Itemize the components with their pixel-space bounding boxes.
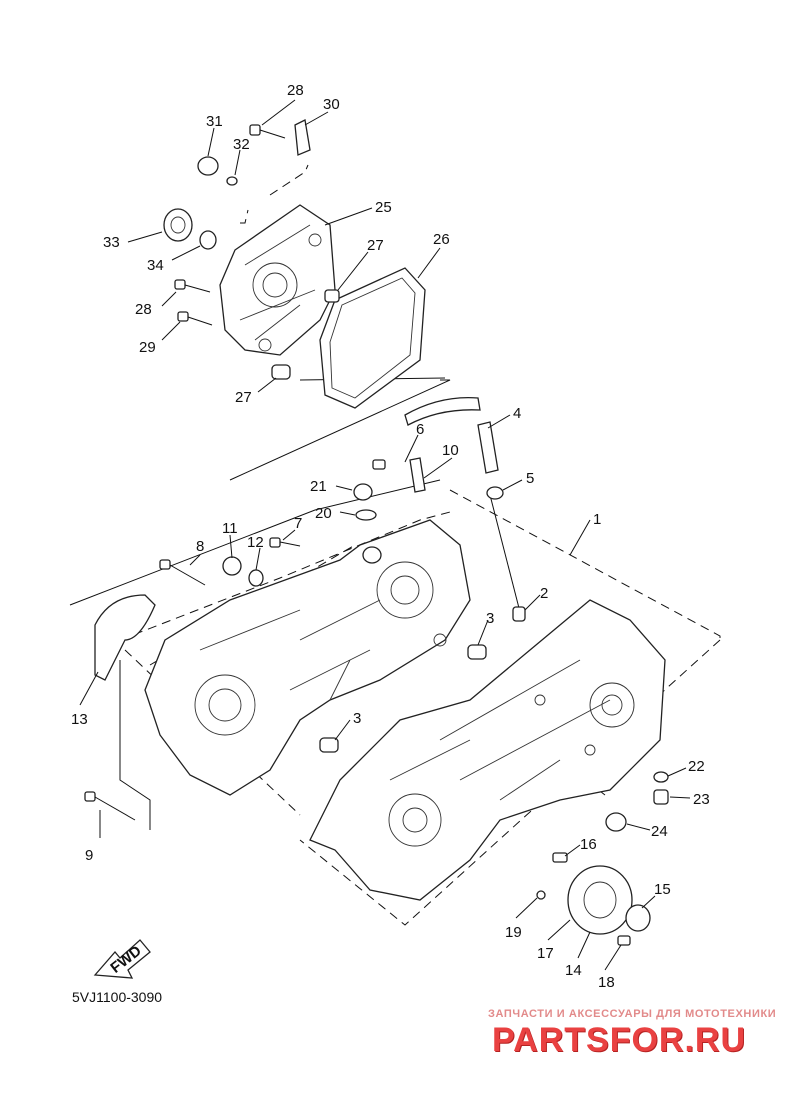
small-parts-bottom xyxy=(84,457,669,946)
callout-4: 4 xyxy=(513,405,521,422)
gasket xyxy=(319,267,426,409)
diagram-code: 5VJ1100-3090 xyxy=(72,989,163,1005)
callout-26: 26 xyxy=(433,231,450,248)
breather-hose xyxy=(404,396,526,622)
callout-22: 22 xyxy=(688,758,705,775)
callout-11: 11 xyxy=(222,520,238,537)
callout-17: 17 xyxy=(537,945,554,962)
callout-15: 15 xyxy=(654,881,671,898)
callout-32: 32 xyxy=(233,136,250,153)
callout-21: 21 xyxy=(310,478,327,495)
callout-6: 6 xyxy=(416,421,424,438)
callout-19: 19 xyxy=(505,924,522,941)
crankcase-cover xyxy=(219,204,336,356)
callout-5: 5 xyxy=(526,470,534,487)
callout-29: 29 xyxy=(139,339,156,356)
callout-12: 12 xyxy=(247,534,264,551)
callout-10: 10 xyxy=(442,442,459,459)
callout-27a: 27 xyxy=(367,237,384,254)
callout-1: 1 xyxy=(593,511,601,528)
callout-30: 30 xyxy=(323,96,340,113)
callout-9: 9 xyxy=(85,847,93,864)
callout-7: 7 xyxy=(294,515,302,532)
callout-16: 16 xyxy=(580,836,597,853)
callout-33: 33 xyxy=(103,234,120,251)
callout-18: 18 xyxy=(598,974,615,991)
callout-31: 31 xyxy=(206,113,223,130)
callout-28a: 28 xyxy=(287,82,304,99)
watermark-tagline: ЗАПЧАСТИ И АКСЕССУАРЫ ДЛЯ МОТОТЕХНИКИ xyxy=(488,1008,777,1020)
callout-20: 20 xyxy=(315,505,332,522)
callout-14: 14 xyxy=(565,962,582,979)
callout-labels: 1 2 3 3 4 5 6 7 8 9 10 11 12 13 14 15 16… xyxy=(71,82,710,991)
callout-23: 23 xyxy=(693,791,710,808)
watermark-brand: PARTSFOR.RU xyxy=(492,1021,747,1059)
callout-27b: 27 xyxy=(235,389,252,406)
callout-8: 8 xyxy=(196,538,204,555)
callout-2: 2 xyxy=(540,585,548,602)
fwd-arrow: FWD xyxy=(93,939,151,979)
callout-13: 13 xyxy=(71,711,88,728)
callout-34: 34 xyxy=(147,257,164,274)
callout-leads xyxy=(79,99,691,971)
small-parts-top xyxy=(163,119,340,380)
left-crankcase xyxy=(144,519,471,796)
right-crankcase xyxy=(309,599,666,901)
callout-3b: 3 xyxy=(353,710,361,727)
callout-3a: 3 xyxy=(486,610,494,627)
callout-28b: 28 xyxy=(135,301,152,318)
callout-25: 25 xyxy=(375,199,392,216)
callout-24: 24 xyxy=(651,823,668,840)
